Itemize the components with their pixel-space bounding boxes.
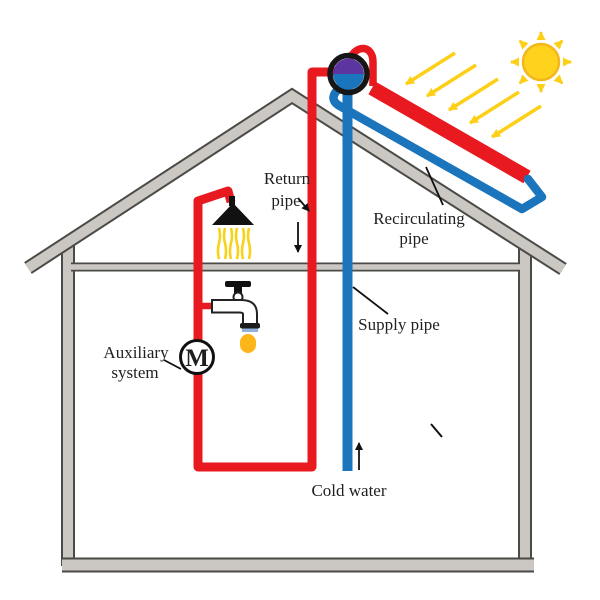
sun-ray-arrow [448,77,499,112]
faucet-body [211,299,258,325]
pump-icon: M [179,339,215,375]
sun-rays [510,31,572,93]
return-pipe-label-line2: pipe [271,191,300,210]
shower-head [212,203,254,225]
tank-hot-half [333,58,364,74]
stray-tick [430,423,443,438]
recirculating-pipe-label-line1: Recirculating [373,209,465,228]
water-drop [240,334,256,353]
sun-ray-arrow [469,90,520,125]
faucet-handle [225,281,251,287]
hot-water-pipes [193,44,531,472]
sun-icon [510,31,572,93]
shower-water-streams [216,227,252,260]
shower-icon [212,196,254,225]
return-pipe [193,67,336,472]
solar-collector [368,81,531,184]
tank-ring [327,52,370,96]
sunlight-arrows [405,51,542,139]
supply-pipe-leader [352,286,389,315]
pump-circle [179,339,215,375]
pump-symbol: M [185,345,209,372]
auxiliary-label-line1: Auxiliary [103,343,169,362]
sun-ray-arrow [426,63,477,98]
auxiliary-leader [163,359,182,370]
return-pipe-label-line1: Return [264,169,311,188]
cold-water-label: Cold water [311,481,386,500]
auxiliary-label-line2: system [111,363,158,382]
return-pipe-leader [297,197,310,212]
house-outline [24,87,567,573]
recirculating-pipe-label-line2: pipe [399,229,428,248]
sun-ray-arrow [491,104,542,139]
tank-cold-half [333,74,364,90]
faucet-icon [211,281,260,353]
recirculating-pipe-leader [425,166,444,206]
annotation-arrows [163,166,444,470]
sun-disc [521,42,561,82]
storage-tank [327,52,370,96]
labels: Return pipe Recirculating pipe Supply pi… [103,169,465,500]
sun-ray-arrow [405,51,456,86]
supply-pipe-label: Supply pipe [358,315,440,334]
